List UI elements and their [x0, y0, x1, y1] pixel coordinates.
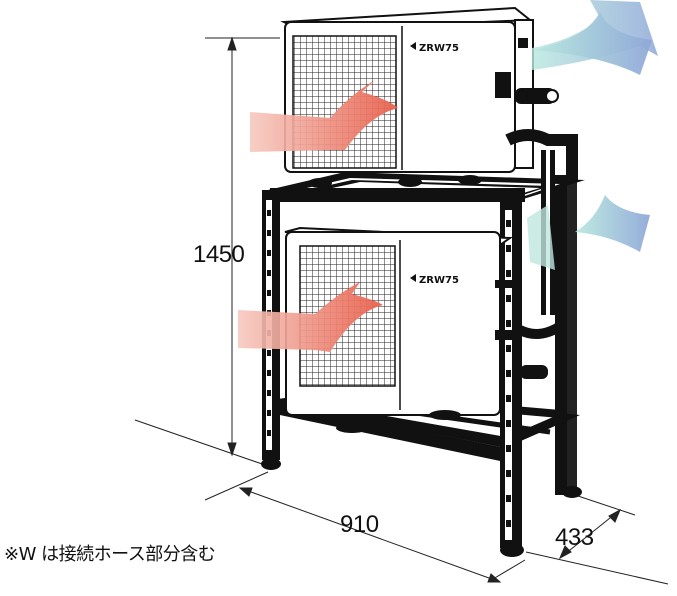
upper-hot-air-arrow	[250, 80, 398, 152]
lower-logo-icon	[410, 274, 416, 282]
height-dimension-label: 1450	[193, 241, 245, 268]
footnote: ※W は接続ホース部分含む	[4, 544, 216, 565]
width-dimension-label: 910	[340, 511, 379, 538]
upper-logo-icon	[410, 42, 416, 50]
depth-dimension-label: 433	[555, 524, 594, 551]
upper-brand-label: ZRW75	[419, 43, 459, 54]
dimension-guides	[134, 36, 669, 585]
upper-cool-air-arrow	[532, 12, 652, 75]
airflow-arrows	[238, 0, 658, 352]
lower-brand-label: ZRW75	[419, 275, 459, 286]
lower-hot-air-arrow	[238, 282, 383, 352]
lower-cool-air-arrow	[575, 195, 650, 252]
